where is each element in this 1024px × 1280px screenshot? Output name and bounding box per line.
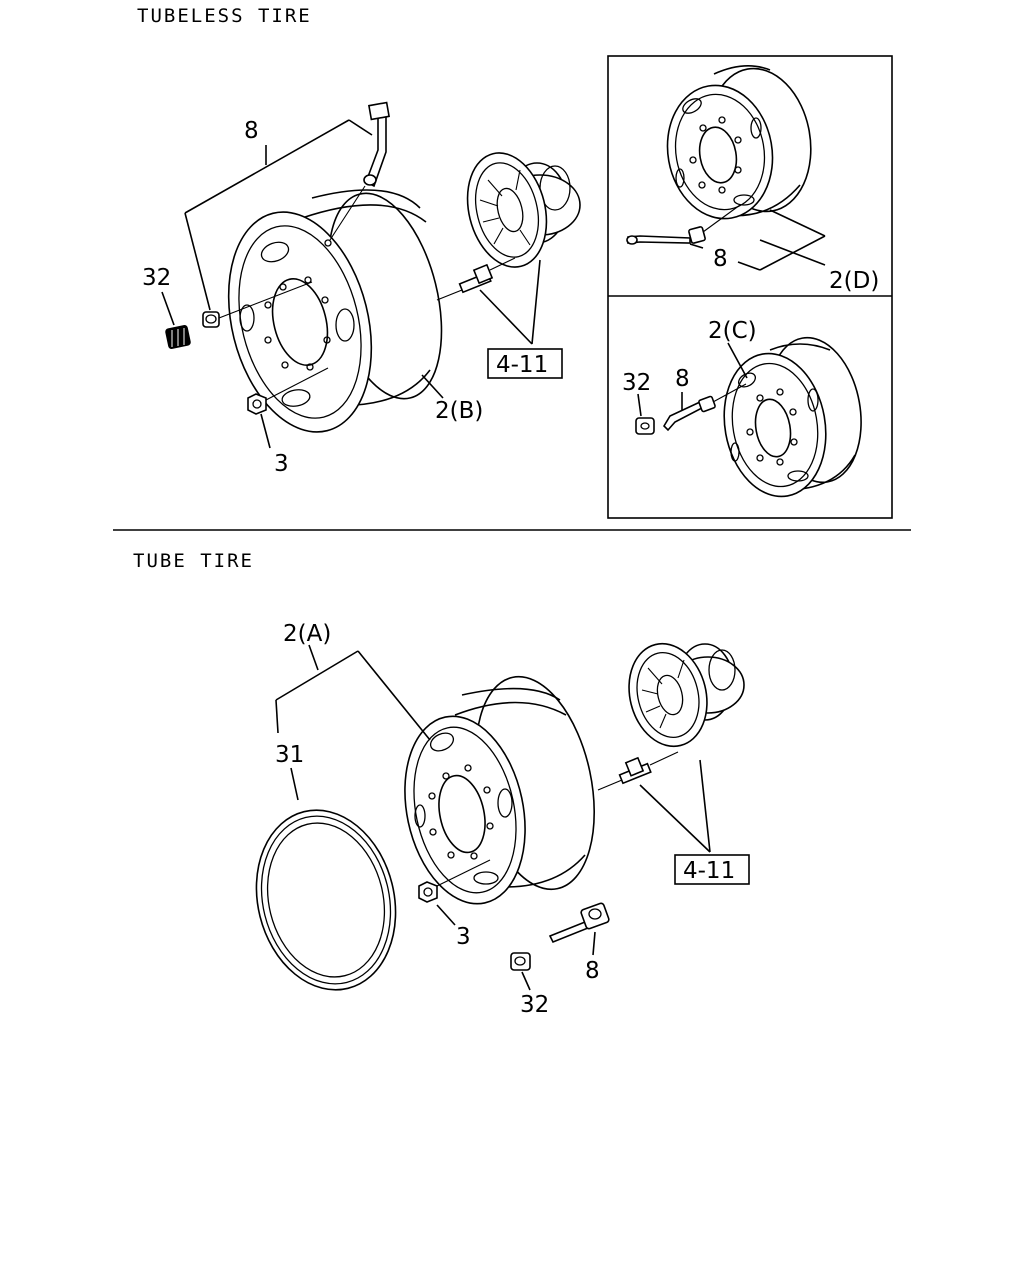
hub-assembly-tubeless (466, 152, 581, 268)
valve-stem-tube (548, 902, 610, 944)
valve-cap-2c (635, 417, 655, 435)
hub-ref-box-tubeless[interactable]: 4-11 (487, 348, 563, 379)
valve-stem-tubeless (329, 101, 391, 241)
flap-31 (255, 809, 397, 991)
hub-bolt-tubeless (436, 257, 516, 301)
callout-valve-2d: 8 (713, 246, 728, 272)
wheel-nut-tubeless (247, 367, 329, 415)
leader-8-bracket (184, 119, 350, 214)
valve-cap-tube (510, 952, 531, 971)
hub-ref-label-tubeless: 4-11 (496, 352, 548, 378)
callout-valve-cap-2c: 32 (622, 370, 651, 396)
hub-ref-box-tube[interactable]: 4-11 (674, 854, 750, 885)
callout-nut-tubeless: 3 (274, 451, 289, 477)
wheel-2b (227, 189, 443, 433)
callout-wheel-2c: 2(C) (708, 318, 757, 344)
callout-nut-tube: 3 (456, 924, 471, 950)
hub-bolt-tube (597, 751, 679, 791)
callout-wheel-2b: 2(B) (435, 398, 483, 424)
hub-ref-label-tube: 4-11 (683, 858, 735, 884)
valve-nut-tubeless (202, 281, 313, 328)
callout-flap-31: 31 (275, 742, 304, 768)
valve-assembly-2d (626, 204, 741, 245)
tube-section-title: TUBE TIRE (133, 550, 254, 572)
callout-valve-2c: 8 (675, 366, 690, 392)
callout-valve-cap-tube: 32 (520, 992, 549, 1018)
wheel-2a (404, 675, 596, 905)
callout-wheel-2a: 2(A) (283, 621, 331, 647)
inset-frame (607, 55, 893, 519)
wheel-nut-tube (418, 859, 491, 903)
wheel-2d (666, 65, 812, 220)
valve-cap-tubeless (165, 324, 191, 350)
callout-wheel-2d: 2(D) (829, 268, 879, 294)
callout-valve-cap-tubeless: 32 (142, 265, 171, 291)
tubeless-section-title: TUBELESS TIRE (137, 5, 312, 27)
callout-valve-tubeless: 8 (244, 118, 259, 144)
valve-assembly-2c (662, 383, 747, 432)
callout-valve-tube: 8 (585, 958, 600, 984)
wheel-2c (723, 336, 862, 498)
hub-assembly-tube (628, 642, 745, 748)
